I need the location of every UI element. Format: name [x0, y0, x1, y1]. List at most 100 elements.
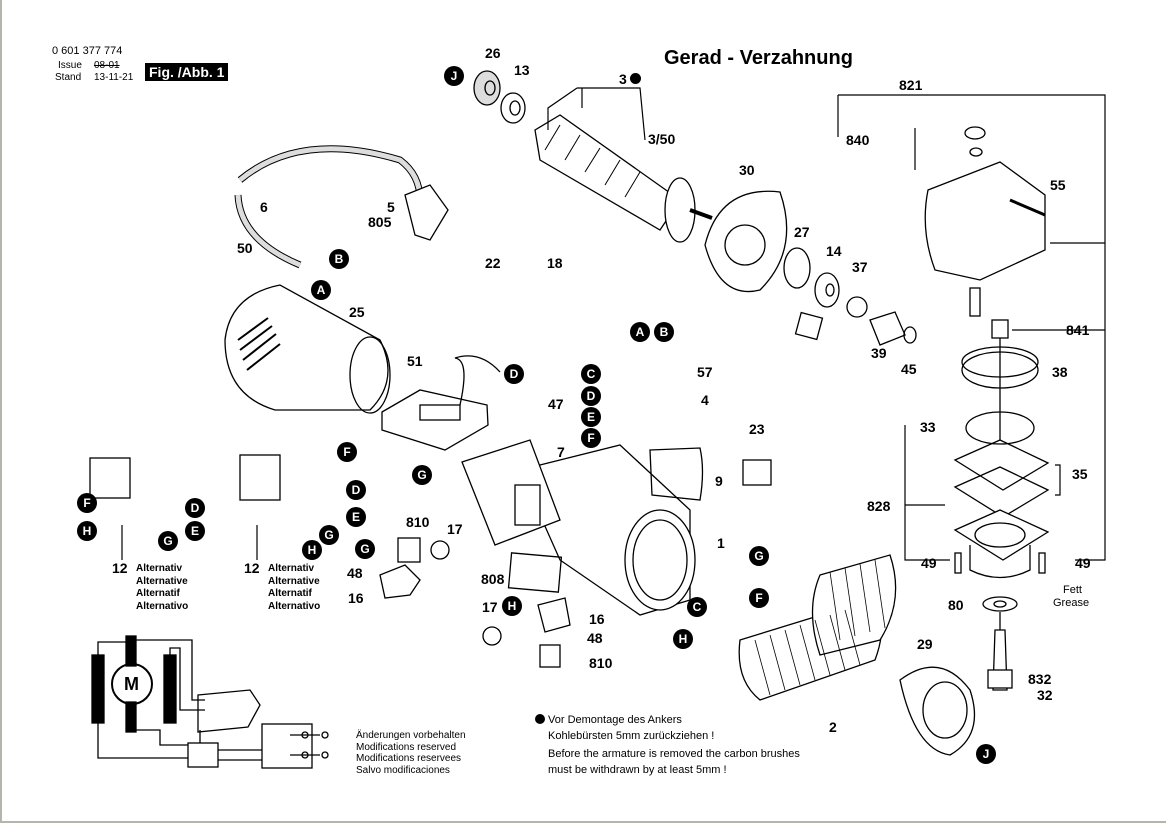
- part-label-23: 23: [749, 421, 765, 437]
- part-label-810-upper: 810: [406, 514, 430, 530]
- connector-marker: D: [185, 498, 205, 518]
- motor-housing: [224, 284, 389, 411]
- stand-label: Stand: [55, 72, 82, 83]
- part-label-22: 22: [485, 255, 501, 271]
- connector-marker: H: [302, 540, 322, 560]
- motor-symbol: M: [124, 674, 139, 694]
- connector-marker: G: [412, 465, 432, 485]
- connector-marker: J: [976, 744, 996, 764]
- connector-marker: C: [581, 364, 601, 384]
- field-coil-b: [811, 554, 897, 656]
- connector-marker: G: [749, 546, 769, 566]
- issue-date: 08-01: [94, 60, 120, 71]
- part-label-16-upper: 16: [348, 590, 364, 606]
- note-bullet-icon: [535, 714, 545, 724]
- issue-label: Issue: [58, 60, 82, 71]
- part-label-9: 9: [715, 473, 723, 489]
- connector-marker: F: [581, 428, 601, 448]
- connector-marker: B: [329, 249, 349, 269]
- modifications-notice: Änderungen vorbehalten Modifications res…: [356, 730, 466, 776]
- part-label-7: 7: [557, 444, 565, 460]
- connector-marker: A: [630, 322, 650, 342]
- part-label-80: 80: [948, 597, 964, 613]
- connector-marker: H: [77, 521, 97, 541]
- connector-marker: F: [77, 493, 97, 513]
- part-label-17-lower: 17: [482, 599, 498, 615]
- plug: [404, 184, 449, 241]
- alternative-block-right: 12 Alternativ Alternative Alternatif Alt…: [244, 561, 320, 613]
- part-label-51: 51: [407, 353, 423, 369]
- connector-marker: F: [749, 588, 769, 608]
- part-label-48-lower: 48: [587, 630, 603, 646]
- connector-marker: H: [673, 629, 693, 649]
- part-label-5: 5: [387, 199, 395, 215]
- connector-marker: C: [687, 597, 707, 617]
- part-number: 0 601 377 774: [52, 45, 123, 57]
- gear-housing: [924, 161, 1046, 281]
- part-label-47: 47: [548, 396, 564, 412]
- modifications-es: Salvo modificaciones: [356, 764, 450, 776]
- diagram-title: Gerad - Verzahnung: [664, 47, 853, 69]
- guard: [899, 666, 976, 756]
- part-label-821: 821: [899, 77, 923, 93]
- part-label-14: 14: [826, 243, 842, 259]
- connector-marker: E: [346, 507, 366, 527]
- figure-label: Fig. /Abb. 1: [145, 63, 229, 81]
- part-label-38: 38: [1052, 364, 1068, 380]
- part-label-39: 39: [871, 345, 887, 361]
- part-label-57: 57: [697, 364, 713, 380]
- part-label-840: 840: [846, 132, 870, 148]
- part-label-50: 50: [237, 240, 253, 256]
- connector-marker: H: [502, 596, 522, 616]
- connector-marker: E: [185, 521, 205, 541]
- note-line-1: Vor Demontage des Ankers: [548, 714, 682, 726]
- wiring-diagram: [91, 635, 329, 769]
- connector-marker: D: [346, 480, 366, 500]
- part-label-12-right: 12: [244, 560, 260, 576]
- grease-label-en: Grease: [1053, 597, 1090, 609]
- part-label-12-left: 12: [112, 560, 128, 576]
- part-label-841: 841: [1066, 322, 1090, 338]
- part-label-33: 33: [920, 419, 936, 435]
- connector-marker: B: [654, 322, 674, 342]
- connector-marker: G: [355, 539, 375, 559]
- connector-marker: G: [319, 525, 339, 545]
- part-label-1: 1: [717, 535, 725, 551]
- part-label-37: 37: [852, 259, 868, 275]
- part-label-32: 32: [1037, 687, 1053, 703]
- note-bullet-icon: [630, 73, 641, 84]
- part-label-6: 6: [260, 199, 268, 215]
- flange: [953, 509, 1050, 561]
- part-label-828: 828: [867, 498, 891, 514]
- part-label-3-50: 3/50: [648, 131, 676, 147]
- note-line-3: Before the armature is removed the carbo…: [548, 748, 800, 760]
- part-label-16-lower: 16: [589, 611, 605, 627]
- part-label-805: 805: [368, 214, 392, 230]
- modifications-fr: Modifications reservees: [356, 753, 462, 764]
- alt-label-de: Alternativ: [136, 563, 183, 574]
- part-label-13: 13: [514, 62, 530, 78]
- alt-label-en: Alternative: [136, 575, 188, 587]
- part-label-2: 2: [829, 719, 837, 735]
- part-label-49-right: 49: [1075, 555, 1091, 571]
- part-label-30: 30: [739, 162, 755, 178]
- alt-label-en: Alternative: [268, 575, 320, 587]
- connector-marker: E: [581, 407, 601, 427]
- part-label-4: 4: [701, 392, 709, 408]
- modifications-en: Modifications reserved: [356, 741, 457, 753]
- modifications-de: Änderungen vorbehalten: [356, 730, 466, 741]
- grease-label-de: Fett: [1063, 584, 1082, 596]
- part-label-48-upper: 48: [347, 565, 363, 581]
- grease-label: Fett Grease: [1053, 584, 1089, 610]
- part-label-18: 18: [547, 255, 563, 271]
- stand-date: 13-11-21: [94, 72, 134, 83]
- part-label-35: 35: [1072, 466, 1088, 482]
- part-label-25: 25: [349, 304, 365, 320]
- part-label-3: 3: [619, 71, 627, 87]
- part-label-810-lower: 810: [589, 655, 613, 671]
- part-label-45: 45: [901, 361, 917, 377]
- part-label-29: 29: [917, 636, 933, 652]
- part-label-17-upper: 17: [447, 521, 463, 537]
